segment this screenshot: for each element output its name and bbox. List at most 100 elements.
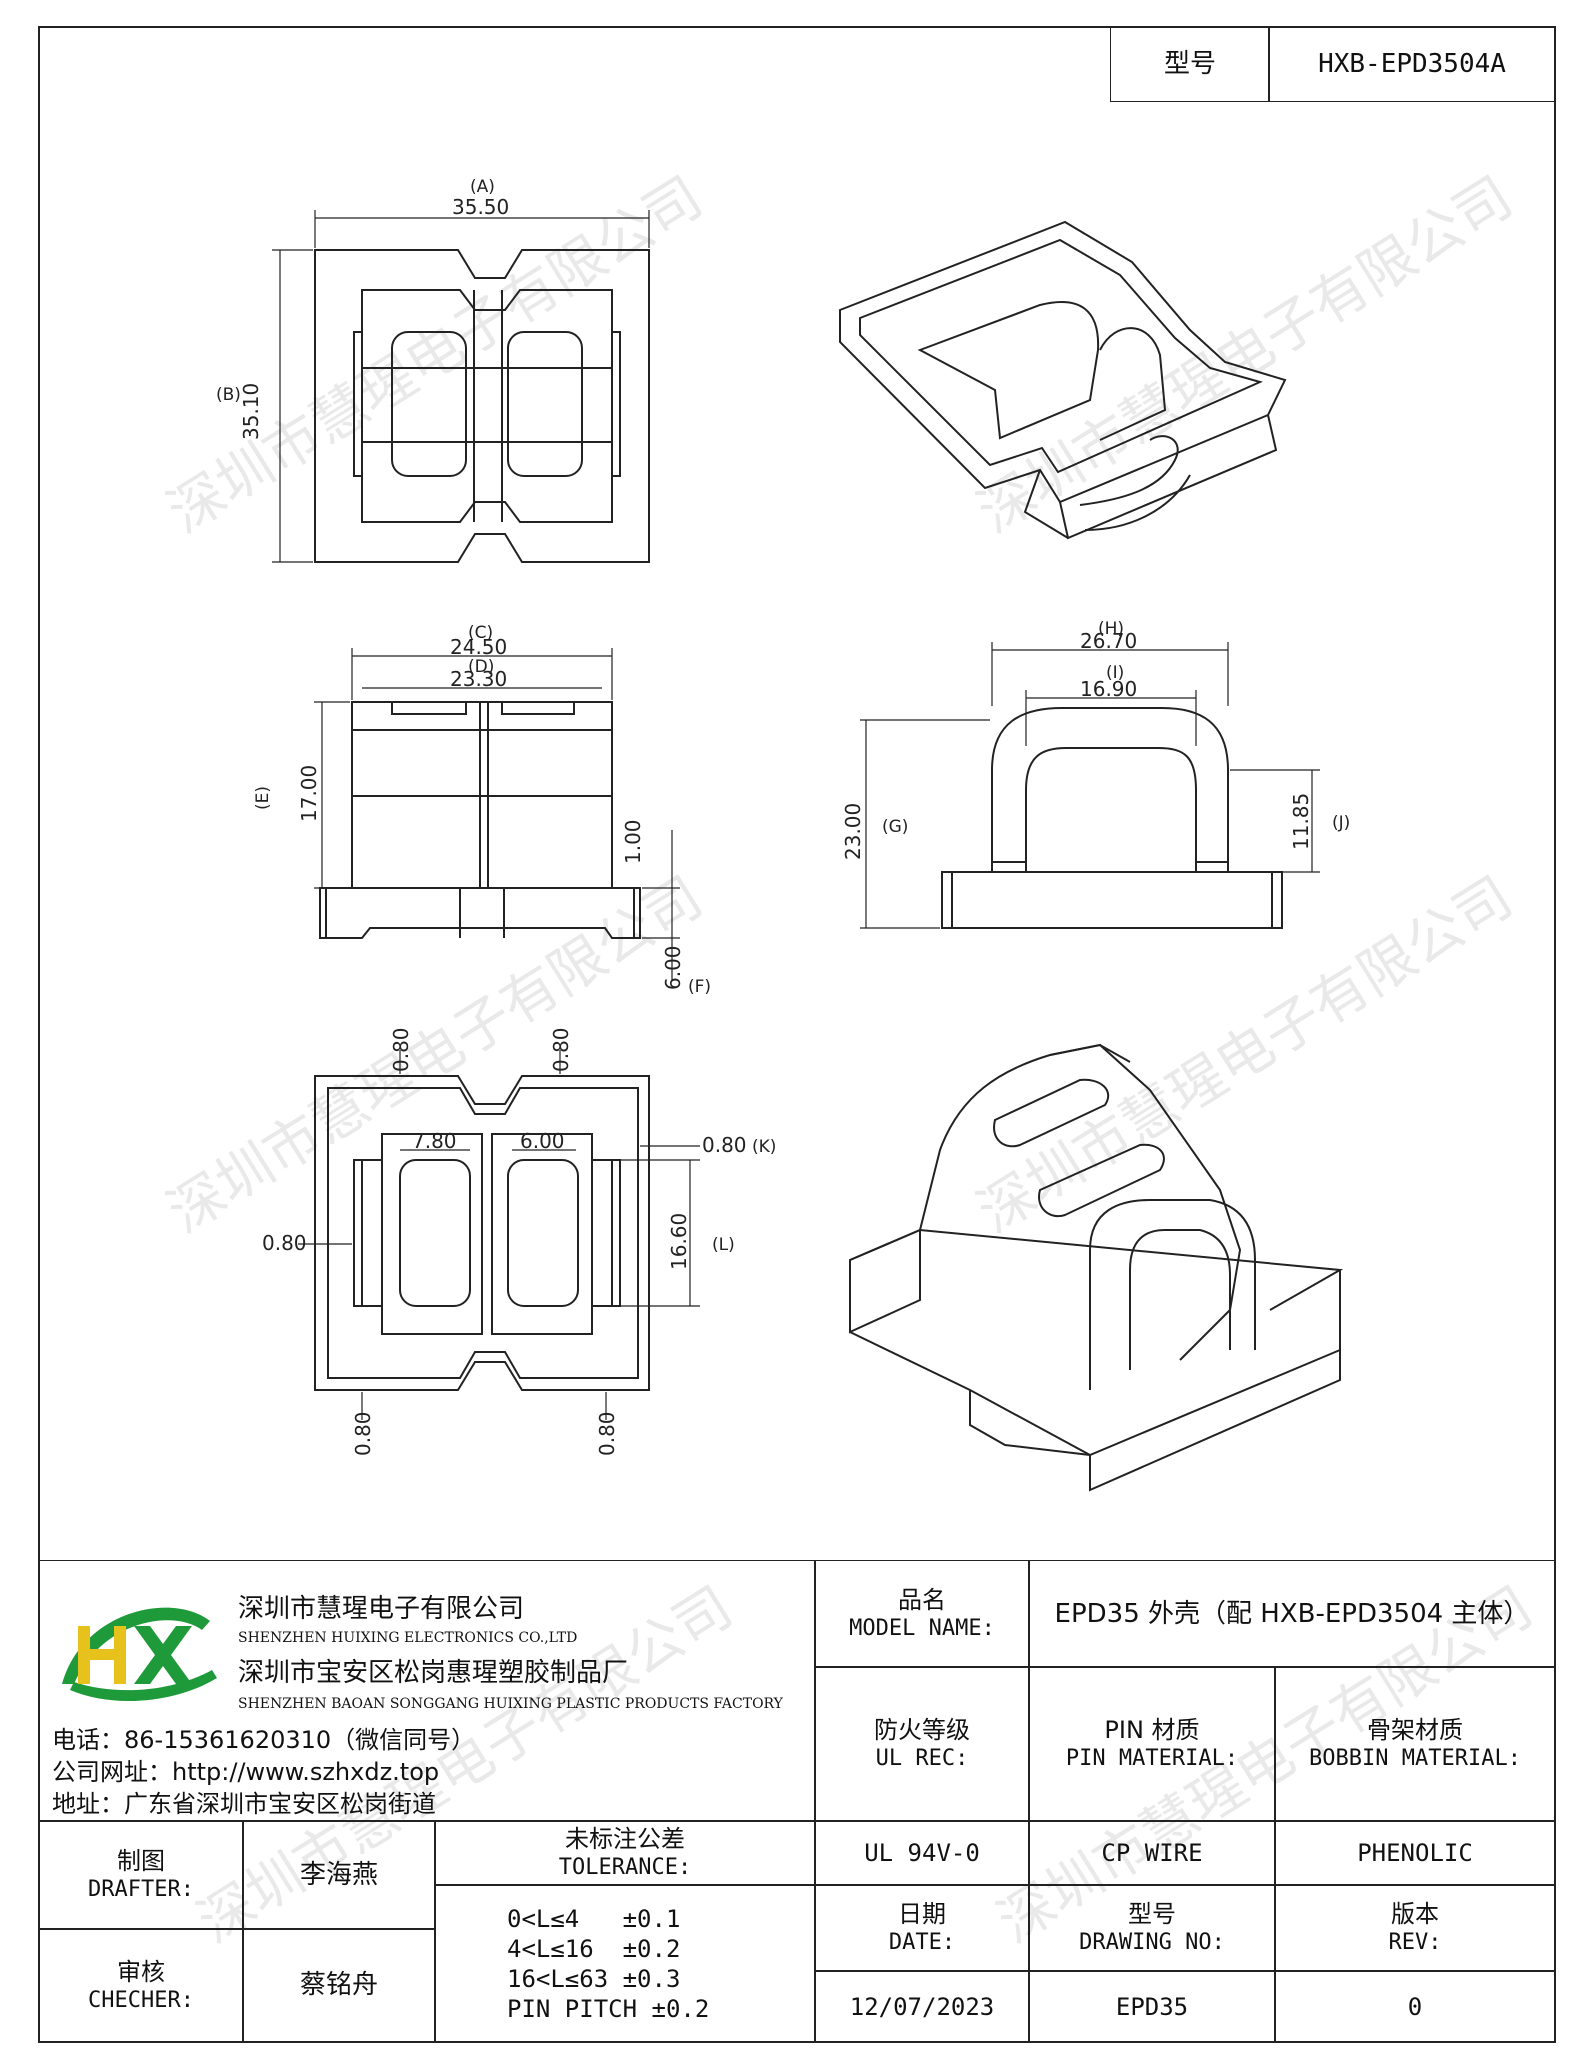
ul-rec-label: 防火等级 UL REC: bbox=[814, 1666, 1030, 1822]
dim-G-value: 23.00 bbox=[841, 803, 865, 860]
company-name-2-en: SHENZHEN BAOAN SONGGANG HUIXING PLASTIC … bbox=[238, 1696, 783, 1712]
dim-K-value: 0.80 bbox=[702, 1133, 747, 1157]
drawing-no-value: EPD35 bbox=[1028, 1970, 1276, 2043]
dim-F-label: (F) bbox=[688, 977, 711, 997]
company-website: 公司网址：http://www.szhxdz.top bbox=[52, 1758, 440, 1786]
technical-drawing: (A) 35.50 (B) 35.10 (C) 24.50 (D) 23.30 … bbox=[40, 110, 1554, 1560]
rev-label: 版本 REV: bbox=[1274, 1884, 1556, 1972]
pin-value-text: CP WIRE bbox=[1101, 1839, 1203, 1867]
front-view bbox=[314, 648, 680, 980]
tolerance-row: 0<L≤4 ±0.1 bbox=[507, 1904, 681, 1933]
header-model-value: HXB-EPD3504A bbox=[1268, 26, 1556, 102]
drawing-no-en: DRAWING NO: bbox=[1079, 1930, 1225, 1956]
dim-D-value: 23.30 bbox=[450, 667, 507, 691]
dim-J-label: (J) bbox=[1332, 813, 1350, 833]
tolerance-row: 16<L≤63 ±0.3 bbox=[507, 1964, 681, 1993]
checker-cn: 审核 bbox=[117, 1957, 165, 1986]
isometric-closed-view bbox=[849, 1043, 1344, 1492]
dim-E-value: 17.00 bbox=[297, 765, 321, 822]
checker-en: CHECHER: bbox=[88, 1987, 194, 2013]
dim-D-label: (D) bbox=[468, 657, 494, 677]
ul-value: UL 94V-0 bbox=[814, 1820, 1030, 1886]
dim-A-label: (A) bbox=[470, 177, 495, 197]
dim-F-value: 6.00 bbox=[661, 945, 685, 990]
bobbin-material-cn: 骨架材质 bbox=[1367, 1716, 1463, 1745]
dim-H-value: 26.70 bbox=[1080, 629, 1137, 653]
tolerance-table: 0<L≤4 ±0.1 4<L≤16 ±0.2 16<L≤63 ±0.3 PIN … bbox=[434, 1884, 816, 2043]
rev-value-text: 0 bbox=[1407, 1992, 1423, 2021]
pin-value: CP WIRE bbox=[1028, 1820, 1276, 1886]
tolerance-row: PIN PITCH ±0.2 bbox=[507, 1994, 710, 2023]
tolerance-row: 4<L≤16 ±0.2 bbox=[507, 1934, 681, 1963]
ul-rec-en: UL REC: bbox=[875, 1746, 969, 1772]
date-value: 12/07/2023 bbox=[814, 1970, 1030, 2043]
pin-material-label: PIN 材质 PIN MATERIAL: bbox=[1028, 1666, 1276, 1822]
header-model-label: 型号 bbox=[1110, 26, 1270, 102]
ul-value-text: UL 94V-0 bbox=[864, 1839, 980, 1867]
dim-pin-value: 0.80 bbox=[595, 1411, 619, 1456]
dim-I-value: 16.90 bbox=[1080, 677, 1137, 701]
dim-B-value: 35.10 bbox=[239, 383, 263, 440]
company-info bbox=[38, 1560, 816, 1822]
rev-cn: 版本 bbox=[1391, 1900, 1439, 1929]
drafter-cn: 制图 bbox=[117, 1847, 165, 1876]
checker-label: 审核 CHECHER: bbox=[38, 1928, 244, 2043]
bobbin-value: PHENOLIC bbox=[1274, 1820, 1556, 1886]
date-en: DATE: bbox=[888, 1930, 956, 1956]
tolerance-cn: 未标注公差 bbox=[565, 1825, 685, 1854]
header-model-value-text: HXB-EPD3504A bbox=[1318, 48, 1506, 79]
bobbin-value-text: PHENOLIC bbox=[1357, 1839, 1473, 1867]
side-view bbox=[860, 642, 1320, 929]
drawing-no-label: 型号 DRAWING NO: bbox=[1028, 1884, 1276, 1972]
bobbin-material-label: 骨架材质 BOBBIN MATERIAL: bbox=[1274, 1666, 1556, 1822]
dim-pin-value: 0.80 bbox=[262, 1231, 307, 1255]
model-name-en: MODEL NAME: bbox=[849, 1616, 995, 1642]
company-name-1-en: SHENZHEN HUIXING ELECTRONICS CO.,LTD bbox=[238, 1630, 578, 1646]
checker-name: 蔡铭舟 bbox=[242, 1928, 436, 2043]
company-name-2: 深圳市宝安区松岗惠瑆塑胶制品厂 bbox=[238, 1658, 629, 1688]
dim-pin-value: 0.80 bbox=[389, 1027, 413, 1072]
drafter-name: 李海燕 bbox=[242, 1820, 436, 1930]
dim-pin-value: 0.80 bbox=[351, 1411, 375, 1456]
top-view bbox=[272, 210, 650, 563]
model-name-value-text: EPD35 外壳（配 HXB-EPD3504 主体） bbox=[1054, 1598, 1530, 1629]
dim-L-value: 16.60 bbox=[667, 1213, 691, 1270]
bottom-view bbox=[298, 1050, 700, 1420]
drawing-no-value-text: EPD35 bbox=[1115, 1992, 1189, 2021]
dim-pin-value: 0.80 bbox=[549, 1027, 573, 1072]
dim-B-label: (B) bbox=[216, 385, 241, 405]
dim-E-label: (E) bbox=[253, 786, 273, 810]
header-model-label-text: 型号 bbox=[1163, 48, 1216, 79]
dim-K-label: (K) bbox=[752, 1137, 776, 1157]
dim-H-label: (H) bbox=[1098, 619, 1124, 639]
drafter-name-text: 李海燕 bbox=[299, 1859, 378, 1890]
dim-G-label: (G) bbox=[882, 817, 908, 837]
isometric-open-view bbox=[839, 220, 1287, 540]
date-cn: 日期 bbox=[898, 1900, 946, 1929]
bobbin-material-en: BOBBIN MATERIAL: bbox=[1309, 1746, 1521, 1772]
model-name-cn: 品名 bbox=[898, 1586, 946, 1615]
pin-material-cn: PIN 材质 bbox=[1104, 1716, 1200, 1745]
dim-width-2: 6.00 bbox=[520, 1129, 565, 1153]
drafter-label: 制图 DRAFTER: bbox=[38, 1820, 244, 1930]
dim-L-label: (L) bbox=[712, 1235, 735, 1255]
date-label: 日期 DATE: bbox=[814, 1884, 1030, 1972]
date-value-text: 12/07/2023 bbox=[849, 1992, 995, 2021]
rev-en: REV: bbox=[1388, 1930, 1442, 1956]
company-name-1: 深圳市慧瑆电子有限公司 bbox=[238, 1594, 525, 1624]
company-logo bbox=[52, 1586, 222, 1716]
tolerance-label: 未标注公差 TOLERANCE: bbox=[434, 1820, 816, 1886]
dim-I-label: (I) bbox=[1106, 663, 1124, 683]
model-name-value: EPD35 外壳（配 HXB-EPD3504 主体） bbox=[1028, 1560, 1556, 1668]
dim-C-value: 24.50 bbox=[450, 635, 507, 659]
dim-A-value: 35.50 bbox=[452, 195, 509, 219]
rev-value: 0 bbox=[1274, 1970, 1556, 2043]
company-address: 地址：广东省深圳市宝安区松岗街道 bbox=[52, 1790, 436, 1818]
model-name-label: 品名 MODEL NAME: bbox=[814, 1560, 1030, 1668]
dim-C-label: (C) bbox=[468, 623, 493, 643]
dim-J-value: 11.85 bbox=[1289, 793, 1313, 850]
dim-one-value: 1.00 bbox=[621, 819, 645, 864]
drafter-en: DRAFTER: bbox=[88, 1877, 194, 1903]
ul-rec-cn: 防火等级 bbox=[874, 1716, 970, 1745]
dim-width-1: 7.80 bbox=[412, 1129, 457, 1153]
